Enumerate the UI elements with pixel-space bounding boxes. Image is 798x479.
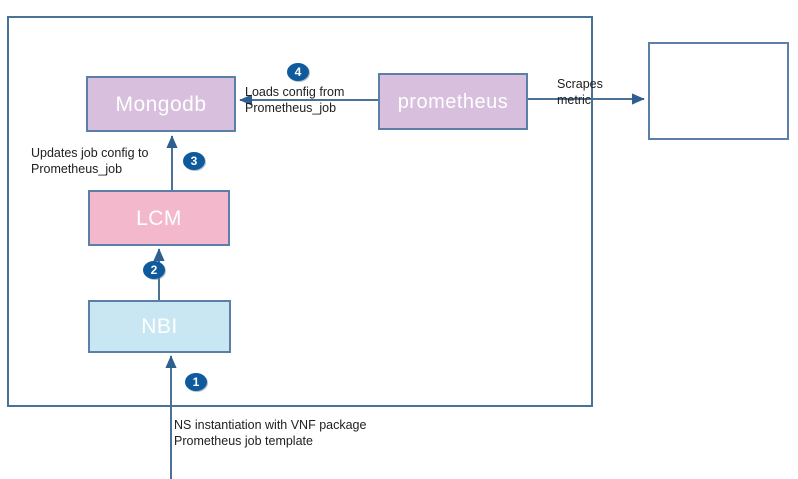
node-mongodb[interactable]: Mongodb	[86, 76, 236, 132]
step-badge-1-label: 1	[192, 375, 200, 389]
edge-label-scrapes-metric: Scrapes metric	[557, 77, 603, 107]
step-badge-3: 3	[183, 152, 205, 170]
edge-label-updates-job: Updates job config to Prometheus_job	[31, 146, 149, 176]
edge-label-ns-instantiation: NS instantiation with VNF package Promet…	[174, 418, 367, 448]
node-prometheus[interactable]: prometheus	[378, 73, 528, 130]
node-mongodb-label: Mongodb	[115, 92, 207, 116]
step-badge-4: 4	[287, 63, 309, 81]
node-lcm[interactable]: LCM	[88, 190, 230, 246]
step-badge-1: 1	[185, 373, 207, 391]
step-badge-2: 2	[143, 261, 165, 279]
step-badge-4-label: 4	[294, 65, 302, 79]
node-lcm-label: LCM	[136, 206, 182, 230]
node-nbi-label: NBI	[141, 315, 178, 338]
node-prometheus-label: prometheus	[397, 90, 509, 113]
node-target-empty[interactable]	[648, 42, 789, 140]
edge-label-loads-config: Loads config from Prometheus_job	[245, 85, 345, 115]
system-boundary-frame	[7, 16, 593, 407]
step-badge-3-label: 3	[190, 154, 198, 168]
node-nbi[interactable]: NBI	[88, 300, 231, 353]
step-badge-2-label: 2	[150, 263, 158, 277]
